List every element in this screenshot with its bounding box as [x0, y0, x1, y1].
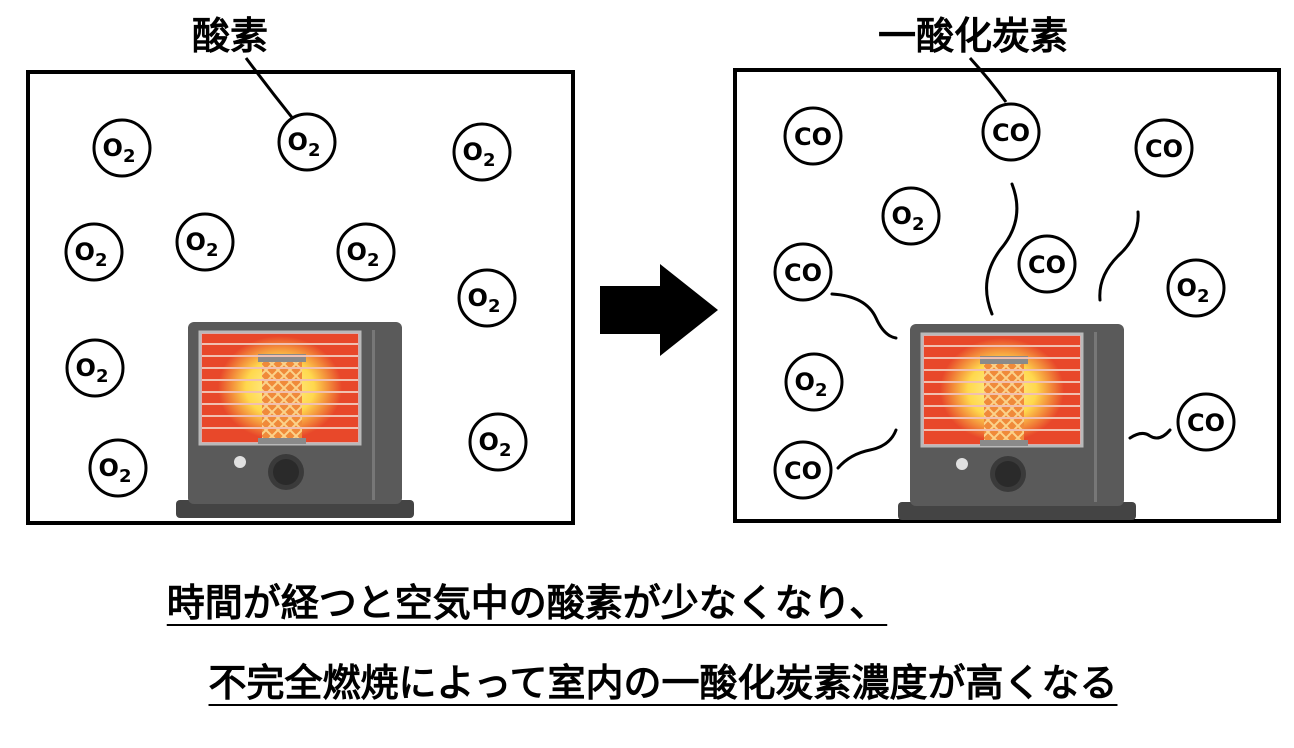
oxygen-label: 酸素 [192, 14, 269, 58]
caption-line-2: 不完全燃焼によって室内の一酸化炭素濃度が高くなる [16, 660, 1294, 706]
oxygen-molecule: O2 [1166, 258, 1226, 318]
molecule-label: CO [784, 457, 822, 485]
molecule-label: O2 [463, 138, 496, 171]
oxygen-molecule: O2 [277, 112, 337, 172]
caption-line-1: 時間が経つと空気中の酸素が少なくなり、 [0, 580, 1174, 626]
molecule-label: O2 [479, 428, 512, 461]
co-leader-line [968, 56, 1008, 103]
molecule-label: O2 [186, 228, 219, 261]
molecule-label: CO [1028, 251, 1066, 279]
oxygen-leader-line [244, 57, 296, 121]
molecule-label: CO [1145, 135, 1183, 163]
oxygen-molecule: O2 [65, 338, 125, 398]
carbon-monoxide-label: 一酸化炭素 [878, 14, 1069, 58]
molecule-label: O2 [288, 128, 321, 161]
heater-icon [896, 322, 1138, 522]
co-molecule: CO [773, 242, 833, 302]
molecule-label: CO [794, 123, 832, 151]
oxygen-molecule: O2 [88, 438, 148, 498]
oxygen-molecule: O2 [64, 222, 124, 282]
co-molecule: CO [783, 106, 843, 166]
oxygen-molecule: O2 [457, 268, 517, 328]
right-arrow-icon [600, 264, 718, 356]
oxygen-molecule: O2 [336, 222, 396, 282]
molecule-label: CO [992, 119, 1030, 147]
oxygen-molecule: O2 [452, 122, 512, 182]
molecule-label: O2 [892, 202, 925, 235]
oxygen-molecule: O2 [92, 118, 152, 178]
oxygen-molecule: O2 [881, 186, 941, 246]
molecule-label: CO [784, 259, 822, 287]
heater-icon [174, 320, 416, 520]
molecule-label: CO [1187, 409, 1225, 437]
co-molecule: CO [1134, 118, 1194, 178]
co-molecule: CO [1017, 234, 1077, 294]
co-molecule: CO [1176, 392, 1236, 452]
molecule-label: O2 [103, 134, 136, 167]
caption-text-1: 時間が経つと空気中の酸素が少なくなり、 [166, 581, 888, 625]
molecule-label: O2 [468, 284, 501, 317]
co-molecule: CO [773, 440, 833, 500]
oxygen-molecule: O2 [468, 412, 528, 472]
molecule-label: O2 [795, 368, 828, 401]
molecule-label: O2 [76, 354, 109, 387]
oxygen-molecule: O2 [175, 212, 235, 272]
molecule-label: O2 [99, 454, 132, 487]
co-molecule: CO [981, 102, 1041, 162]
smoke-lines [830, 182, 1172, 470]
caption-text-2: 不完全燃焼によって室内の一酸化炭素濃度が高くなる [208, 661, 1118, 705]
oxygen-molecule: O2 [784, 352, 844, 412]
molecule-label: O2 [1177, 274, 1210, 307]
molecule-label: O2 [347, 238, 380, 271]
molecule-label: O2 [75, 238, 108, 271]
